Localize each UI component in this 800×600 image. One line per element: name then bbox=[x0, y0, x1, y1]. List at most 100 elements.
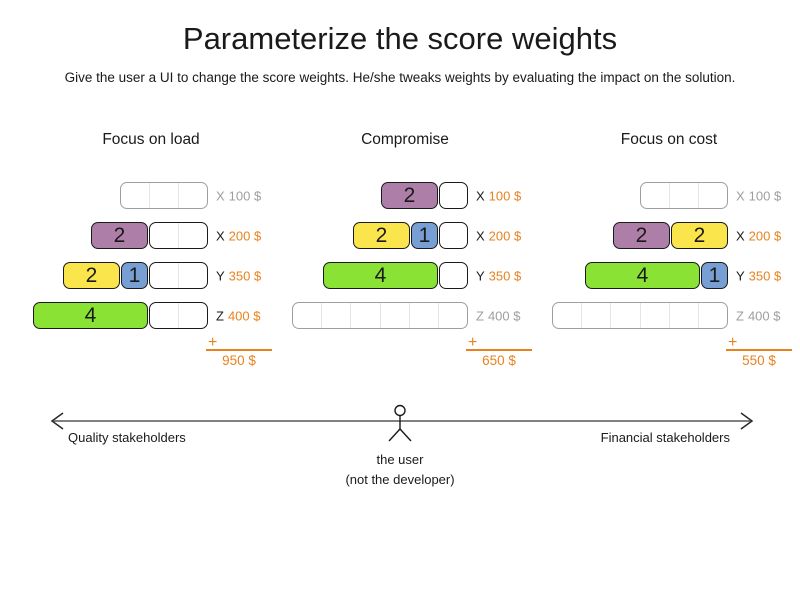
column-header: Compromise bbox=[361, 131, 449, 148]
row-label-price: 100 $ bbox=[488, 188, 522, 203]
weight-block: 4 bbox=[33, 302, 148, 329]
row-label-price: 400 $ bbox=[227, 308, 261, 323]
weight-block: 2 bbox=[91, 222, 148, 249]
row-label-price: 400 $ bbox=[487, 308, 521, 323]
row-label-letter: X bbox=[216, 228, 225, 243]
row-label-price: 350 $ bbox=[748, 268, 782, 283]
sum-block: +650 $ bbox=[466, 335, 532, 368]
empty-cell bbox=[350, 303, 379, 328]
row-label-letter: X bbox=[476, 228, 485, 243]
empty-cell bbox=[437, 303, 467, 328]
user-caption: the user (not the developer) bbox=[300, 450, 500, 490]
empty-cell bbox=[150, 263, 178, 288]
user-caption-line1: the user bbox=[376, 452, 424, 467]
weight-block: 1 bbox=[411, 222, 438, 249]
arrowhead-left-icon bbox=[50, 412, 64, 430]
empty-cell bbox=[697, 303, 727, 328]
empty-cells bbox=[439, 222, 468, 249]
empty-cell bbox=[440, 223, 467, 248]
stakeholder-axis bbox=[50, 404, 754, 442]
empty-cell bbox=[440, 183, 467, 208]
row-label-letter: Z bbox=[216, 308, 224, 323]
user-caption-line2: (not the developer) bbox=[345, 472, 455, 487]
row-label-price: 200 $ bbox=[748, 228, 782, 243]
empty-cells bbox=[292, 302, 468, 329]
axis-label-quality: Quality stakeholders bbox=[68, 430, 186, 445]
weight-block: 2 bbox=[353, 222, 410, 249]
empty-cells bbox=[149, 222, 208, 249]
sum-block: +950 $ bbox=[206, 335, 272, 368]
row-label-letter: Y bbox=[476, 268, 485, 283]
empty-cells bbox=[439, 182, 468, 209]
weight-block: 1 bbox=[121, 262, 148, 289]
empty-cell bbox=[121, 183, 149, 208]
empty-cell bbox=[150, 303, 178, 328]
empty-cell bbox=[178, 223, 207, 248]
row-label-price: 100 $ bbox=[748, 188, 782, 203]
empty-cell bbox=[610, 303, 639, 328]
row-label-letter: Z bbox=[476, 308, 484, 323]
empty-cell bbox=[149, 183, 178, 208]
page-title: Parameterize the score weights bbox=[182, 21, 618, 56]
row-label-letter: Y bbox=[216, 268, 225, 283]
row-label-price: 200 $ bbox=[228, 228, 262, 243]
empty-cell bbox=[178, 303, 207, 328]
sum-total: 550 $ bbox=[742, 353, 776, 368]
weight-block: 2 bbox=[381, 182, 438, 209]
empty-cells bbox=[149, 302, 208, 329]
weight-block: 4 bbox=[323, 262, 438, 289]
column-header: Focus on load bbox=[102, 131, 200, 148]
plus-sign: + bbox=[726, 335, 792, 351]
empty-cells bbox=[552, 302, 728, 329]
row-label-letter: X bbox=[476, 188, 485, 203]
empty-cells bbox=[640, 182, 728, 209]
empty-cells bbox=[149, 262, 208, 289]
empty-cell bbox=[641, 183, 669, 208]
row-label-price: 350 $ bbox=[228, 268, 262, 283]
empty-cell bbox=[639, 303, 669, 328]
row-label-letter: X bbox=[736, 188, 745, 203]
weight-block: 1 bbox=[701, 262, 728, 289]
subtitle: Give the user a UI to change the score w… bbox=[64, 70, 736, 85]
empty-cell bbox=[668, 303, 698, 328]
axis-label-financial: Financial stakeholders bbox=[600, 430, 730, 445]
empty-cell bbox=[553, 303, 581, 328]
empty-cells bbox=[120, 182, 208, 209]
plus-sign: + bbox=[466, 335, 532, 351]
row-label-letter: Z bbox=[736, 308, 744, 323]
weight-block: 2 bbox=[63, 262, 120, 289]
user-figure-icon bbox=[388, 404, 412, 442]
sum-total: 950 $ bbox=[222, 353, 256, 368]
empty-cells bbox=[439, 262, 468, 289]
weight-block: 4 bbox=[585, 262, 700, 289]
row-label-price: 400 $ bbox=[747, 308, 781, 323]
row-label-letter: Y bbox=[736, 268, 745, 283]
empty-cell bbox=[150, 223, 178, 248]
plus-sign: + bbox=[206, 335, 272, 351]
empty-cell bbox=[698, 183, 727, 208]
row-label-price: 200 $ bbox=[488, 228, 522, 243]
empty-cell bbox=[321, 303, 350, 328]
row-label-price: 350 $ bbox=[488, 268, 522, 283]
empty-cell bbox=[178, 183, 207, 208]
